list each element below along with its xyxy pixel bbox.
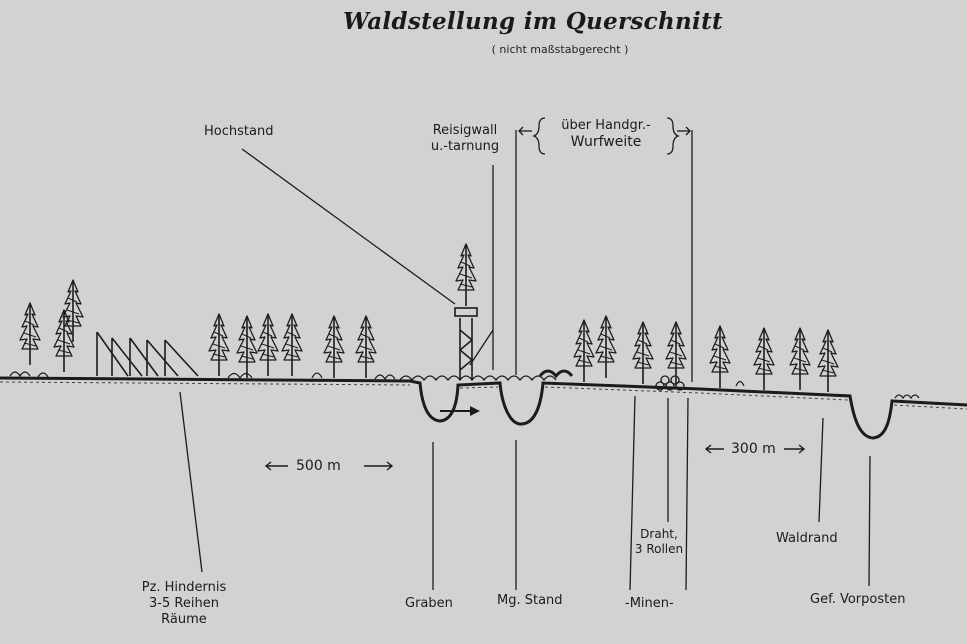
label-pz-line2: 3-5 Reihen [149, 596, 219, 611]
label-graben: Graben [405, 596, 453, 611]
brush-wall [399, 369, 574, 382]
label-draht-line1: Draht, [640, 527, 678, 541]
wire-rolls [655, 375, 685, 391]
label-panzer-obstacle: Pz. Hindernis 3-5 Reihen Räume [142, 580, 227, 628]
bushes [9, 371, 745, 387]
range-bracket [518, 117, 691, 155]
label-pz-line1: Pz. Hindernis [141, 580, 227, 595]
trench-arrow [440, 406, 480, 416]
label-vorposten: Gef. Vorposten [810, 592, 906, 607]
label-handgr-line2: Wurfweite [570, 134, 642, 150]
label-pz-line3: Räume [161, 612, 207, 627]
label-waldrand: Waldrand [776, 531, 838, 546]
distance-300-arrow [704, 444, 806, 454]
diagram-title: Waldstellung im Querschnitt [343, 8, 723, 35]
label-hochstand: Hochstand [204, 124, 274, 139]
ground-line [0, 376, 967, 440]
label-distance-500: 500 m [296, 458, 341, 474]
label-reisigwall-line1: Reisigwall [432, 123, 498, 138]
label-minen: -Minen- [625, 596, 674, 611]
diagram-subtitle: ( nicht maßstabgerecht ) [491, 43, 629, 56]
outpost-rocks [894, 394, 920, 400]
label-draht-line2: 3 Rollen [634, 542, 684, 556]
ground-shading [0, 381, 967, 410]
label-reisigwall: Reisigwall u.-tarnung [431, 123, 499, 155]
label-handgranate-range: über Handgr.- Wurfweite [561, 118, 650, 150]
callout-lines [179, 130, 871, 591]
label-reisigwall-line2: u.-tarnung [430, 139, 500, 154]
label-distance-300: 300 m [731, 441, 776, 457]
label-draht: Draht, 3 Rollen [635, 527, 683, 557]
tank-obstacles [96, 331, 199, 377]
distance-500-arrow [264, 461, 394, 471]
label-handgr-line1: über Handgr.- [561, 118, 651, 133]
label-mg-stand: Mg. Stand [497, 593, 563, 608]
trees [19, 279, 839, 393]
watch-tower [454, 307, 478, 380]
